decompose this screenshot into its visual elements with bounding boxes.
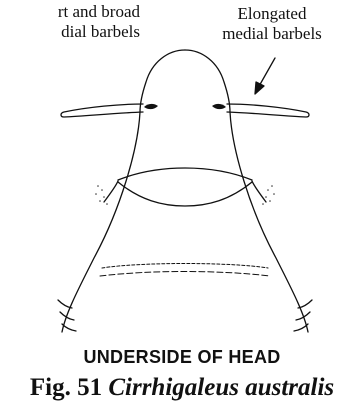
mouth-right-fold (252, 181, 266, 202)
right-barbel (227, 104, 309, 117)
gill-slit-left-3 (62, 324, 76, 331)
figure-caption: Fig. 51 Cirrhigaleus australis (0, 374, 364, 402)
pointer-arrow-line (258, 58, 275, 88)
pointer-arrow-head (255, 82, 264, 94)
species-name: Cirrhigaleus australis (108, 374, 334, 401)
gill-slit-right-3 (294, 324, 308, 331)
view-caption: UNDERSIDE OF HEAD (0, 347, 364, 368)
head-outline-left (62, 50, 185, 332)
head-outline-right (185, 50, 308, 332)
mouth-upper-arc (118, 168, 252, 180)
gill-line-2 (100, 272, 270, 277)
gill-line-1 (102, 264, 268, 269)
mouth-left-fold (104, 181, 118, 202)
figure-number: Fig. 51 (30, 374, 102, 401)
right-nostril (212, 104, 226, 109)
left-barbel (61, 104, 143, 117)
left-nostril (144, 104, 158, 109)
nostrils (144, 104, 226, 109)
mouth-lower-arc (118, 182, 252, 206)
